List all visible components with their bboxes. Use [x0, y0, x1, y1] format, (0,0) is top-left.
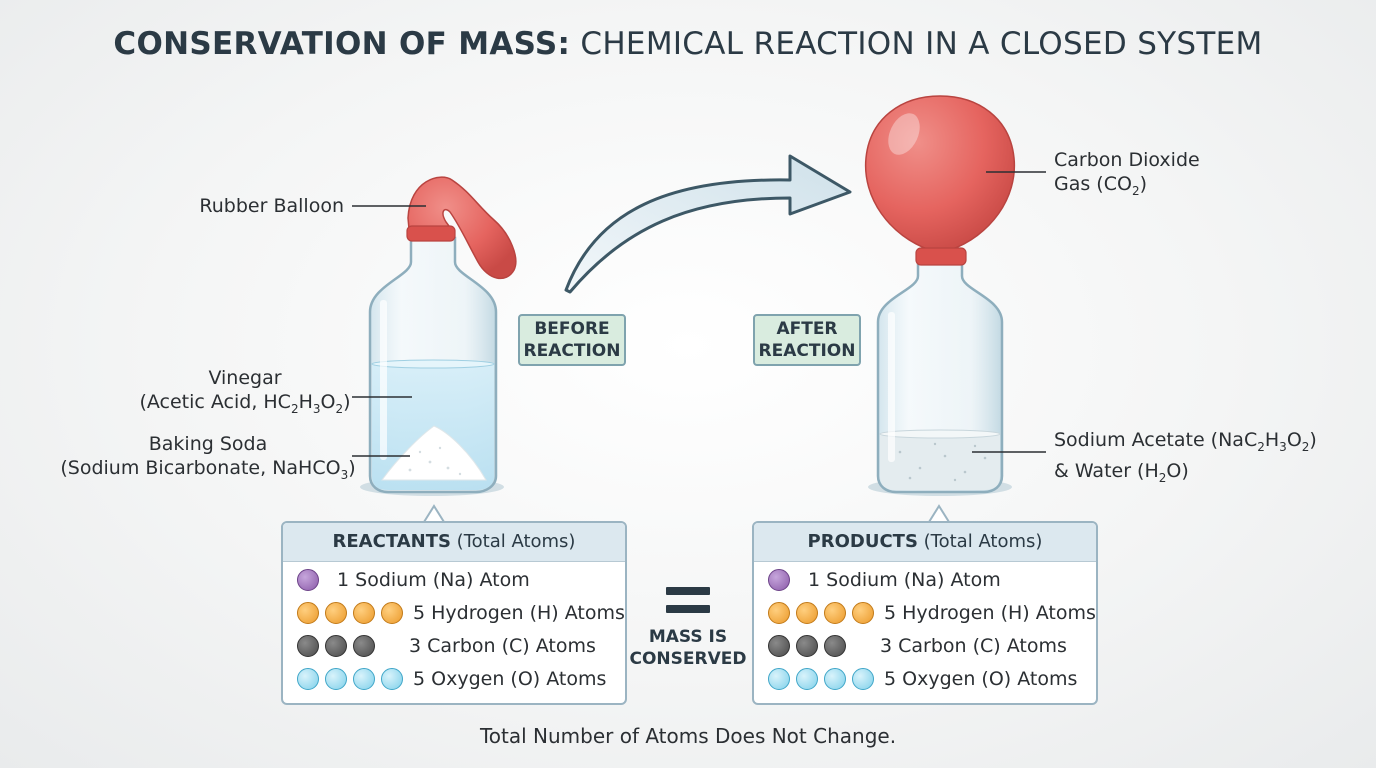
- o-atom-icon: [796, 668, 818, 690]
- after-bottle: [864, 95, 1016, 496]
- o-atom-icon: [824, 668, 846, 690]
- o-atom-icon: [852, 668, 874, 690]
- products-row-label: 5 Hydrogen (H) Atoms: [884, 602, 1096, 624]
- reaction-arrow: [564, 154, 852, 294]
- page-title: CONSERVATION OF MASS: CHEMICAL REACTION …: [0, 26, 1376, 62]
- box-pointers: [422, 504, 951, 523]
- o-atom-icon: [297, 668, 319, 690]
- title-light: CHEMICAL REACTION IN A CLOSED SYSTEM: [580, 26, 1263, 62]
- reactants-row-label: 3 Carbon (C) Atoms: [409, 635, 596, 657]
- reactants-header: REACTANTS (Total Atoms): [283, 523, 625, 562]
- na-atom-dots: [768, 569, 790, 591]
- label-baking-soda: Baking Soda (Sodium Bicarbonate, NaHCO3): [60, 433, 356, 482]
- leader-lines: [352, 171, 1046, 457]
- reactants-box: REACTANTS (Total Atoms) 1 Sodium (Na) At…: [281, 521, 627, 705]
- equals-sign-top-bar: [666, 587, 710, 595]
- reactants-row-label: 5 Oxygen (O) Atoms: [413, 668, 607, 690]
- o-atom-icon: [353, 668, 375, 690]
- h-atom-icon: [852, 602, 874, 624]
- o-atom-dots: [768, 668, 874, 690]
- h-atom-dots: [768, 602, 874, 624]
- o-atom-icon: [381, 668, 403, 690]
- products-header: PRODUCTS (Total Atoms): [754, 523, 1096, 562]
- before-bottle: [360, 176, 517, 496]
- equals-sign-bottom-bar: [666, 605, 710, 613]
- h-atom-icon: [353, 602, 375, 624]
- o-atom-icon: [768, 668, 790, 690]
- c-atom-dots: [768, 635, 846, 657]
- products-row-o: 5 Oxygen (O) Atoms: [754, 663, 1096, 695]
- label-vinegar: Vinegar (Acetic Acid, HC2H3O2): [139, 367, 351, 416]
- h-atom-icon: [381, 602, 403, 624]
- c-atom-icon: [325, 635, 347, 657]
- c-atom-icon: [297, 635, 319, 657]
- o-atom-dots: [297, 668, 403, 690]
- c-atom-dots: [297, 635, 375, 657]
- label-sodium-acetate: Sodium Acetate (NaC2H3O2) & Water (H2O): [1054, 429, 1317, 485]
- products-row-label: 3 Carbon (C) Atoms: [880, 635, 1067, 657]
- h-atom-icon: [325, 602, 347, 624]
- label-carbon-dioxide: Carbon Dioxide Gas (CO2): [1054, 149, 1200, 198]
- c-atom-icon: [353, 635, 375, 657]
- na-atom-dots: [297, 569, 319, 591]
- c-atom-icon: [796, 635, 818, 657]
- products-box: PRODUCTS (Total Atoms) 1 Sodium (Na) Ato…: [752, 521, 1098, 705]
- c-atom-icon: [768, 635, 790, 657]
- reactants-row-o: 5 Oxygen (O) Atoms: [283, 663, 625, 695]
- products-row-label: 1 Sodium (Na) Atom: [808, 569, 1001, 591]
- mass-conserved-label: MASS IS CONSERVED: [629, 627, 747, 669]
- reactants-row-c: 3 Carbon (C) Atoms: [283, 630, 625, 662]
- title-bold: CONSERVATION OF MASS:: [113, 26, 571, 62]
- h-atom-icon: [768, 602, 790, 624]
- h-atom-icon: [796, 602, 818, 624]
- reactants-row-h: 5 Hydrogen (H) Atoms: [283, 597, 625, 629]
- h-atom-icon: [824, 602, 846, 624]
- reactants-row-na: 1 Sodium (Na) Atom: [283, 564, 625, 596]
- products-row-label: 5 Oxygen (O) Atoms: [884, 668, 1078, 690]
- h-atom-dots: [297, 602, 403, 624]
- na-atom-icon: [768, 569, 790, 591]
- o-atom-icon: [325, 668, 347, 690]
- label-rubber-balloon: Rubber Balloon: [199, 195, 344, 217]
- footer-note: Total Number of Atoms Does Not Change.: [479, 724, 897, 748]
- reactants-row-label: 5 Hydrogen (H) Atoms: [413, 602, 625, 624]
- reactants-row-label: 1 Sodium (Na) Atom: [337, 569, 530, 591]
- products-row-na: 1 Sodium (Na) Atom: [754, 564, 1096, 596]
- products-row-h: 5 Hydrogen (H) Atoms: [754, 597, 1096, 629]
- na-atom-icon: [297, 569, 319, 591]
- h-atom-icon: [297, 602, 319, 624]
- c-atom-icon: [824, 635, 846, 657]
- products-row-c: 3 Carbon (C) Atoms: [754, 630, 1096, 662]
